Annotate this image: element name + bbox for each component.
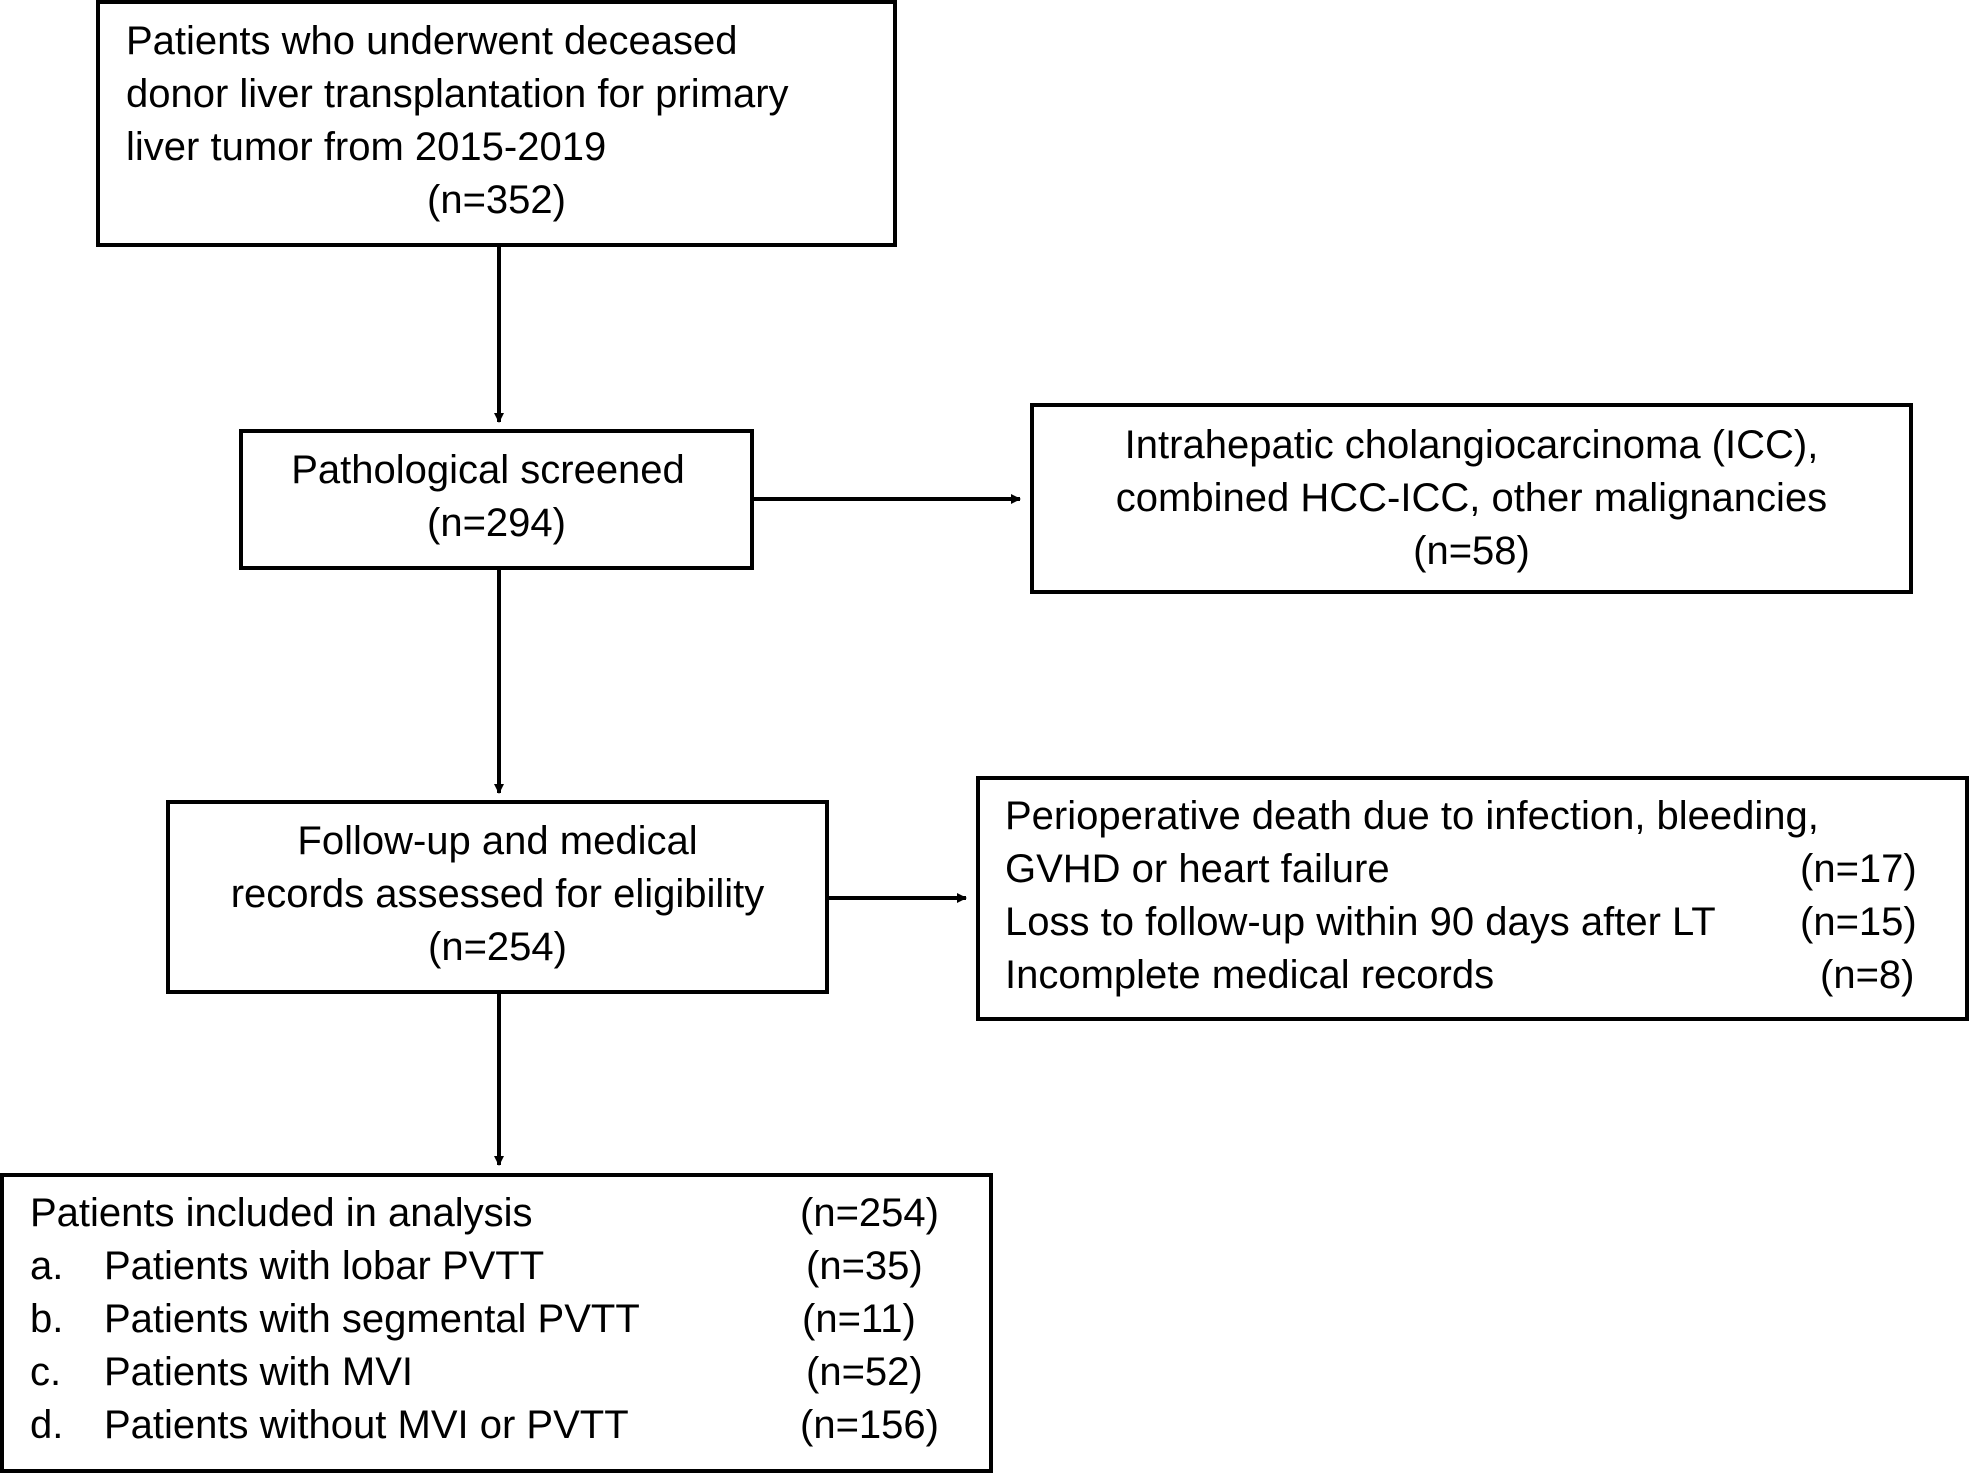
box-excluded-followup (976, 776, 1969, 1021)
excluded-pathology-line-1: Intrahepatic cholangiocarcinoma (ICC), (1124, 423, 1819, 467)
initial-cohort-line-1: Patients who underwent deceased (126, 19, 738, 63)
excluded-followup-item-1: Perioperative death due to infection, bl… (1005, 794, 1819, 838)
eligibility-line-2: records assessed for eligibility (230, 872, 765, 916)
included-item-b-count: (n=11) (802, 1297, 916, 1341)
included-header-count: (n=254) (800, 1191, 939, 1235)
box-pathological-screened (239, 429, 754, 570)
included-item-d-letter: d. (30, 1403, 64, 1447)
included-item-a-count: (n=35) (806, 1244, 923, 1288)
included-item-a-label: Patients with lobar PVTT (104, 1244, 545, 1288)
excluded-followup-item-2: GVHD or heart failure (1005, 847, 1390, 891)
included-item-b-letter: b. (30, 1297, 64, 1341)
eligibility-line-1: Follow-up and medical (297, 819, 698, 863)
excluded-pathology-line-2: combined HCC-ICC, other malignancies (1115, 476, 1828, 520)
included-header-label: Patients included in analysis (30, 1191, 533, 1235)
excluded-followup-item-3-count: (n=15) (1800, 900, 1917, 944)
included-item-b-label: Patients with segmental PVTT (104, 1297, 640, 1341)
excluded-followup-item-2-count: (n=17) (1800, 847, 1917, 891)
included-item-a-letter: a. (30, 1244, 64, 1288)
box-excluded-pathology (1030, 403, 1913, 594)
box-eligibility-assessment (166, 800, 829, 994)
included-item-d-count: (n=156) (800, 1403, 939, 1447)
screened-count: (n=294) (427, 501, 566, 545)
excluded-followup-item-3: Loss to follow-up within 90 days after L… (1005, 900, 1716, 944)
eligibility-count: (n=254) (428, 925, 567, 969)
included-item-c-label: Patients with MVI (104, 1350, 414, 1394)
excluded-followup-item-4-count: (n=8) (1820, 953, 1915, 997)
excluded-pathology-count: (n=58) (1413, 529, 1530, 573)
included-item-d-label: Patients without MVI or PVTT (104, 1403, 629, 1447)
initial-cohort-line-2: donor liver transplantation for primary (126, 72, 789, 116)
initial-cohort-count: (n=352) (427, 178, 566, 222)
screened-label: Pathological screened (291, 448, 685, 492)
included-item-c-count: (n=52) (806, 1350, 923, 1394)
box-initial-cohort (96, 0, 897, 247)
excluded-followup-item-4: Incomplete medical records (1005, 953, 1495, 997)
box-included-analysis (0, 1173, 993, 1473)
initial-cohort-line-3: liver tumor from 2015-2019 (126, 125, 607, 169)
included-item-c-letter: c. (30, 1350, 62, 1394)
